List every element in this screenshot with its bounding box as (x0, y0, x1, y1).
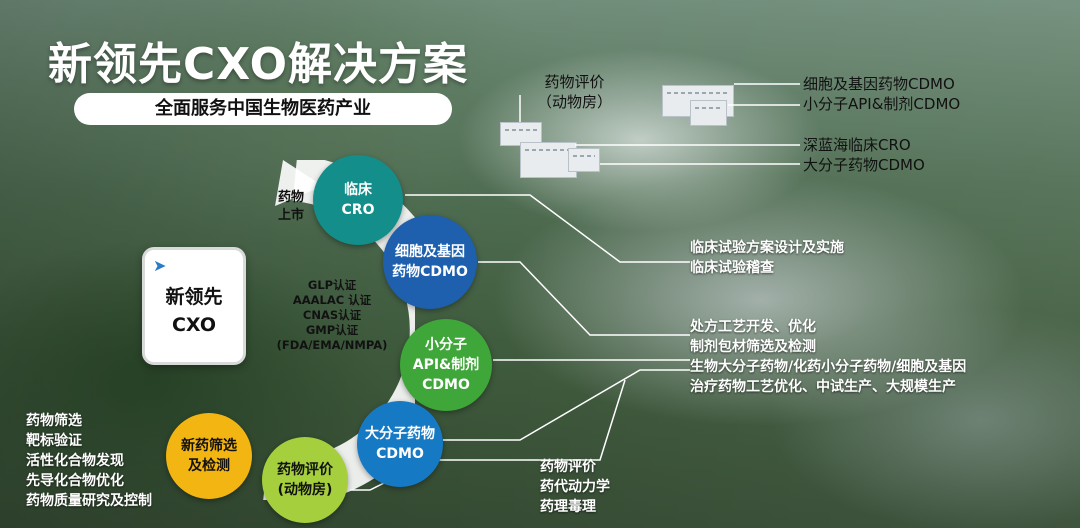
building-label-right: 细胞及基因药物CDMO 小分子API&制剂CDMO 深蓝海临床CRO 大分子药物… (803, 75, 961, 174)
certifications-list: GLP认证 AAALAC 认证 CNAS认证 GMP认证 (FDA/EMA/NM… (276, 278, 388, 352)
building-small (690, 100, 727, 126)
building-label-animal: 药物评价 （动物房） (537, 73, 613, 111)
service-label-pharma: 药物评价 药代动力学 药理毒理 (540, 459, 610, 515)
service-label-clinical: 临床试验方案设计及实施 临床试验稽查 (690, 240, 844, 276)
building-large (568, 148, 600, 172)
node-drug-evaluation: 药物评价(动物房) (262, 437, 348, 523)
center-title: 新领先 (165, 286, 223, 308)
market-label: 药物 上市 (277, 190, 304, 223)
building-cro (520, 142, 577, 178)
page-title: 新领先CXO解决方案 (48, 39, 469, 90)
node-cell-gene-cdmo: 细胞及基因药物CDMO (383, 215, 477, 309)
subtitle-pill: 全面服务中国生物医药产业 (74, 93, 452, 125)
center-subtitle: CXO (171, 314, 217, 336)
service-label-screening: 药物筛选 靶标验证 活性化合物发现 先导化合物优化 药物质量研究及控制 (26, 413, 152, 509)
service-label-process: 处方工艺开发、优化 制剂包材筛选及检测 生物大分子药物/化药小分子药物/细胞及基… (690, 319, 967, 395)
node-drug-screening: 新药筛选及检测 (166, 413, 252, 499)
center-card: ➤ 新领先 CXO (142, 247, 246, 365)
rocket-icon: ➤ (153, 256, 167, 275)
